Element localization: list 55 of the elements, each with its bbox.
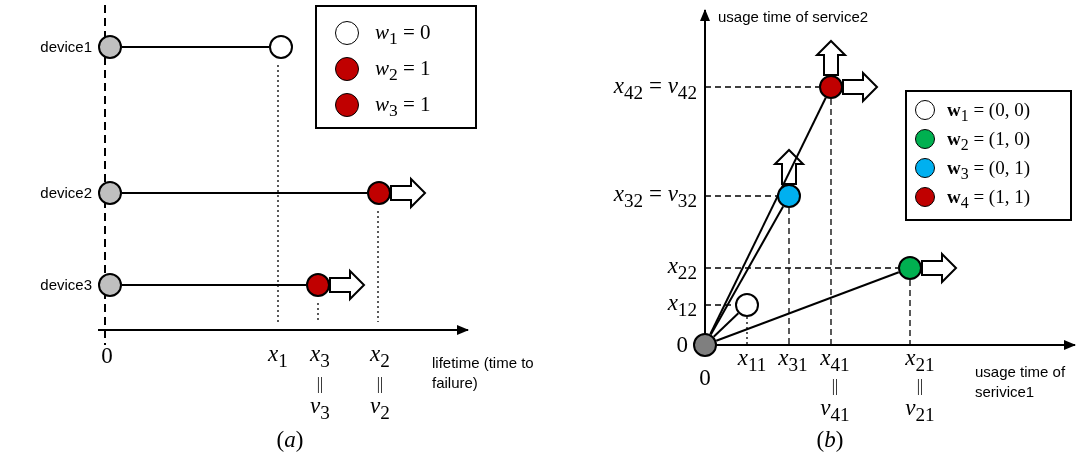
tick-label: x$_{21}$ (905, 345, 935, 375)
tick-label: x$_{41}$ (820, 345, 850, 375)
legend-text: w$_{3}$ = (0, 1) (947, 157, 1031, 183)
tick-label: v$_{2}$ (370, 393, 390, 423)
state-circle (693, 333, 717, 357)
tick-label: x$_{22}$ (667, 253, 697, 283)
tick-label: x$_{1}$ (268, 341, 288, 371)
axis-label: usage time of service2 (718, 8, 869, 26)
equals-sign: || (916, 377, 924, 395)
row-label: device1 (40, 38, 92, 56)
connector-line (121, 192, 368, 194)
tick-label: x$_{42}$ = v$_{42}$ (613, 73, 697, 103)
state-circle (98, 181, 122, 205)
tick-label: v$_{21}$ (905, 395, 935, 425)
tick-label: 0 (676, 332, 688, 358)
panel-label: (b) (816, 427, 844, 453)
state-circle (898, 256, 922, 280)
tick-label: x$_{3}$ (310, 341, 330, 371)
axis-label: usage time of serivice1 (975, 362, 1067, 401)
legend-text: w$_{1}$ = 0 (375, 20, 431, 50)
legend-text: w$_{4}$ = (1, 1) (947, 186, 1031, 212)
panel-label: (a) (276, 427, 304, 453)
tick-label: x$_{2}$ (370, 341, 390, 371)
state-circle (367, 181, 391, 205)
state-circle (98, 35, 122, 59)
tick-label: v$_{3}$ (310, 393, 330, 423)
connector-line (121, 284, 307, 286)
tick-label: x$_{31}$ (778, 345, 808, 375)
equals-sign: || (376, 375, 384, 393)
connector-line (715, 271, 900, 342)
connector-line (709, 96, 827, 336)
state-circle (98, 273, 122, 297)
tick-label: x$_{12}$ (667, 290, 697, 320)
equals-sign: || (316, 375, 324, 393)
legend-text: w$_{1}$ = (0, 0) (947, 99, 1031, 125)
legend-text: w$_{2}$ = 1 (375, 56, 431, 86)
tick-label: x$_{32}$ = v$_{32}$ (613, 181, 697, 211)
connector-line (709, 205, 785, 336)
state-circle (735, 293, 759, 317)
state-circle (269, 35, 293, 59)
legend-text: w$_{3}$ = 1 (375, 92, 431, 122)
state-circle (306, 273, 330, 297)
connector-line (712, 312, 740, 338)
equals-sign: || (831, 377, 839, 395)
state-circle (819, 75, 843, 99)
row-label: device2 (40, 184, 92, 202)
connector-line (121, 46, 270, 48)
legend-text: w$_{2}$ = (1, 0) (947, 128, 1031, 154)
axis-label: lifetime (time to failure) (432, 353, 535, 392)
tick-label: 0 (699, 365, 711, 391)
state-circle (777, 184, 801, 208)
tick-label: 0 (101, 343, 113, 369)
tick-label: x$_{11}$ (737, 345, 767, 375)
row-label: device3 (40, 276, 92, 294)
tick-label: v$_{41}$ (820, 395, 850, 425)
